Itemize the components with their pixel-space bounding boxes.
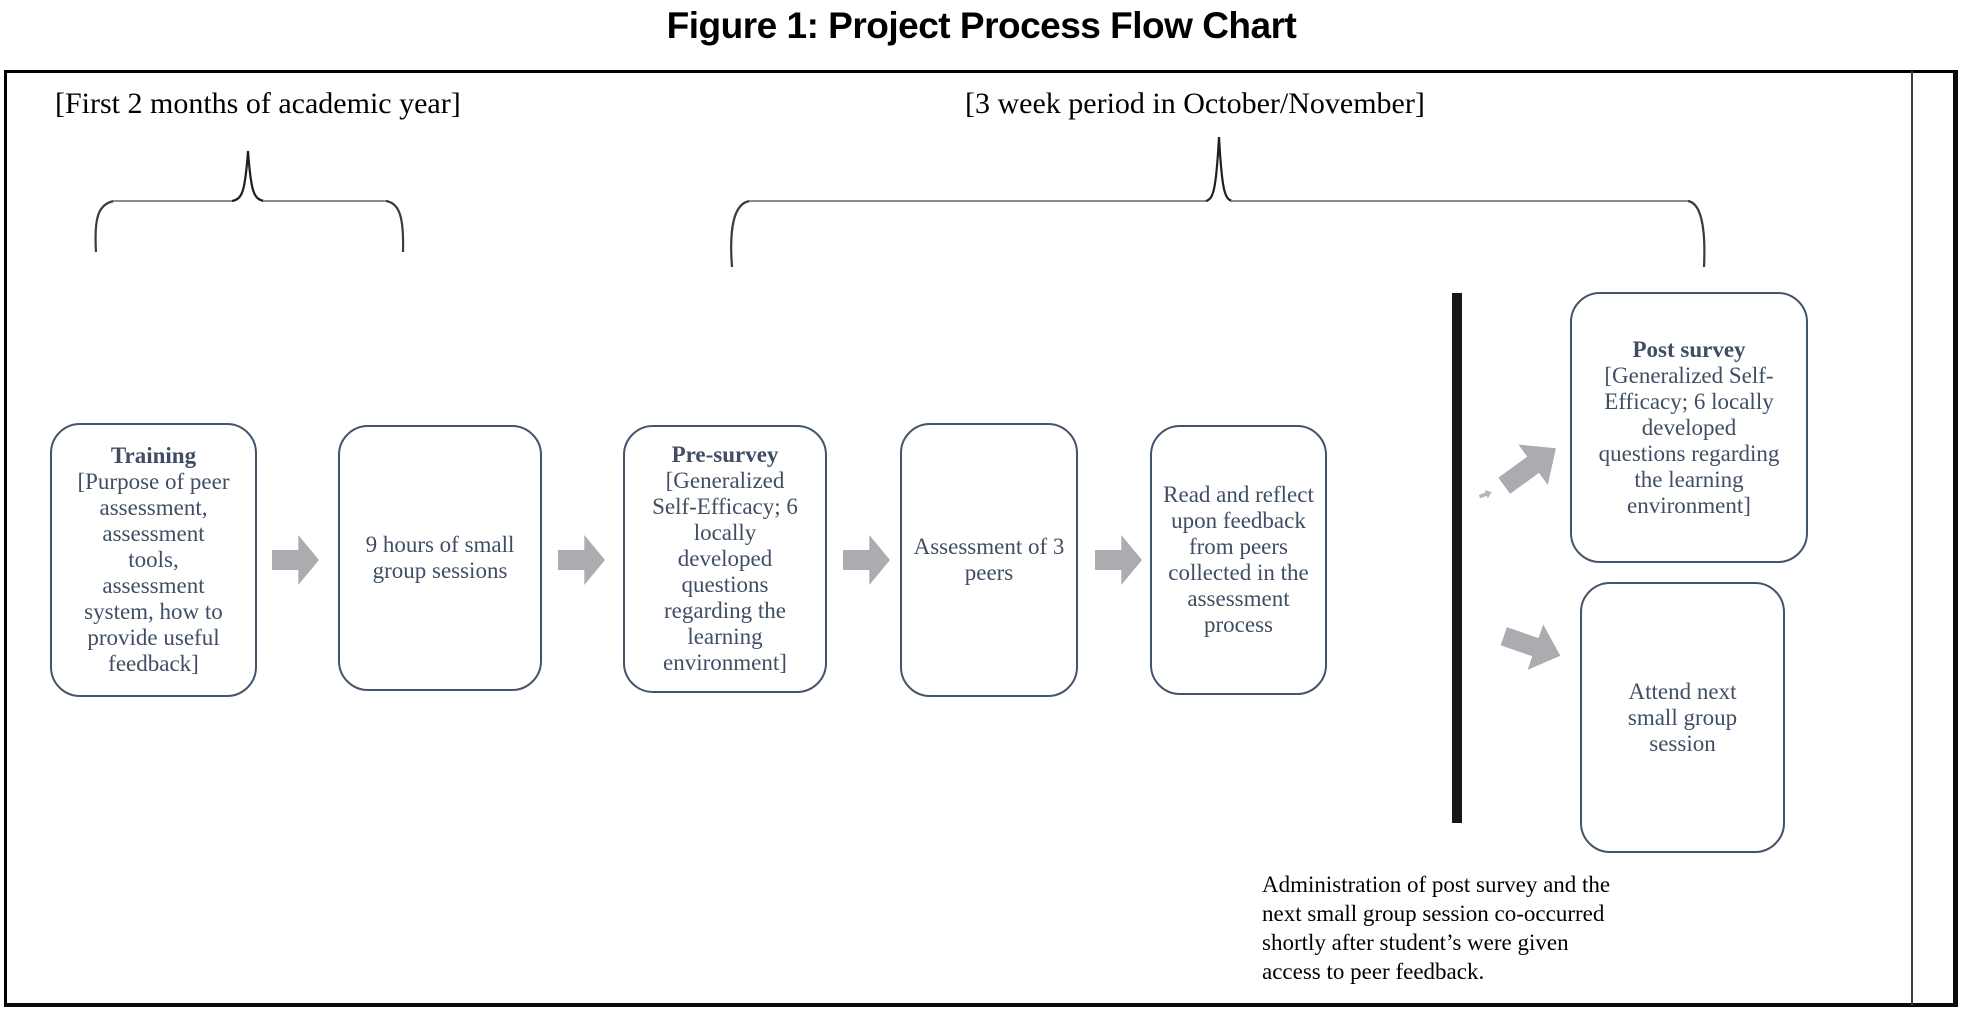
flow-box-attend-next-body: Attend next small group session <box>1627 678 1738 756</box>
flow-box-training-body: [Purpose of peer assessment, assessment … <box>77 469 230 676</box>
frame-divider-line <box>1911 71 1913 1005</box>
flow-box-small-group-sessions: 9 hours of small group sessions <box>338 425 542 691</box>
flow-box-small-group-sessions-body: 9 hours of small group sessions <box>365 532 515 583</box>
separator-bar <box>1452 293 1462 823</box>
flow-box-assessment: Assessment of 3 peers <box>900 423 1078 697</box>
flow-box-post-survey-body: [Generalized Self- Efficacy; 6 locally d… <box>1598 362 1780 518</box>
flow-box-attend-next: Attend next small group session <box>1580 582 1785 853</box>
figure-title: Figure 1: Project Process Flow Chart <box>666 5 1297 46</box>
flow-box-training: Training [Purpose of peer assessment, as… <box>50 423 257 697</box>
flow-box-assessment-body: Assessment of 3 peers <box>913 534 1065 585</box>
flow-box-post-survey: Post survey [Generalized Self- Efficacy;… <box>1570 292 1808 563</box>
flow-box-read-reflect-body: Read and reflect upon feedback from peer… <box>1163 482 1314 637</box>
flow-box-post-survey-title: Post survey <box>1632 336 1746 362</box>
flow-box-pre-survey-title: Pre-survey <box>671 442 779 467</box>
flow-box-pre-survey: Pre-survey [Generalized Self-Efficacy; 6… <box>623 425 827 693</box>
flow-box-read-reflect: Read and reflect upon feedback from peer… <box>1150 425 1327 695</box>
note-text: Administration of post survey and the ne… <box>1262 872 1611 984</box>
phase1-label: [First 2 months of academic year] <box>55 87 461 120</box>
flow-box-pre-survey-body: [Generalized Self-Efficacy; 6 locally de… <box>652 468 798 675</box>
phase2-label: [3 week period in October/November] <box>965 87 1425 120</box>
flow-box-training-title: Training <box>110 443 197 468</box>
